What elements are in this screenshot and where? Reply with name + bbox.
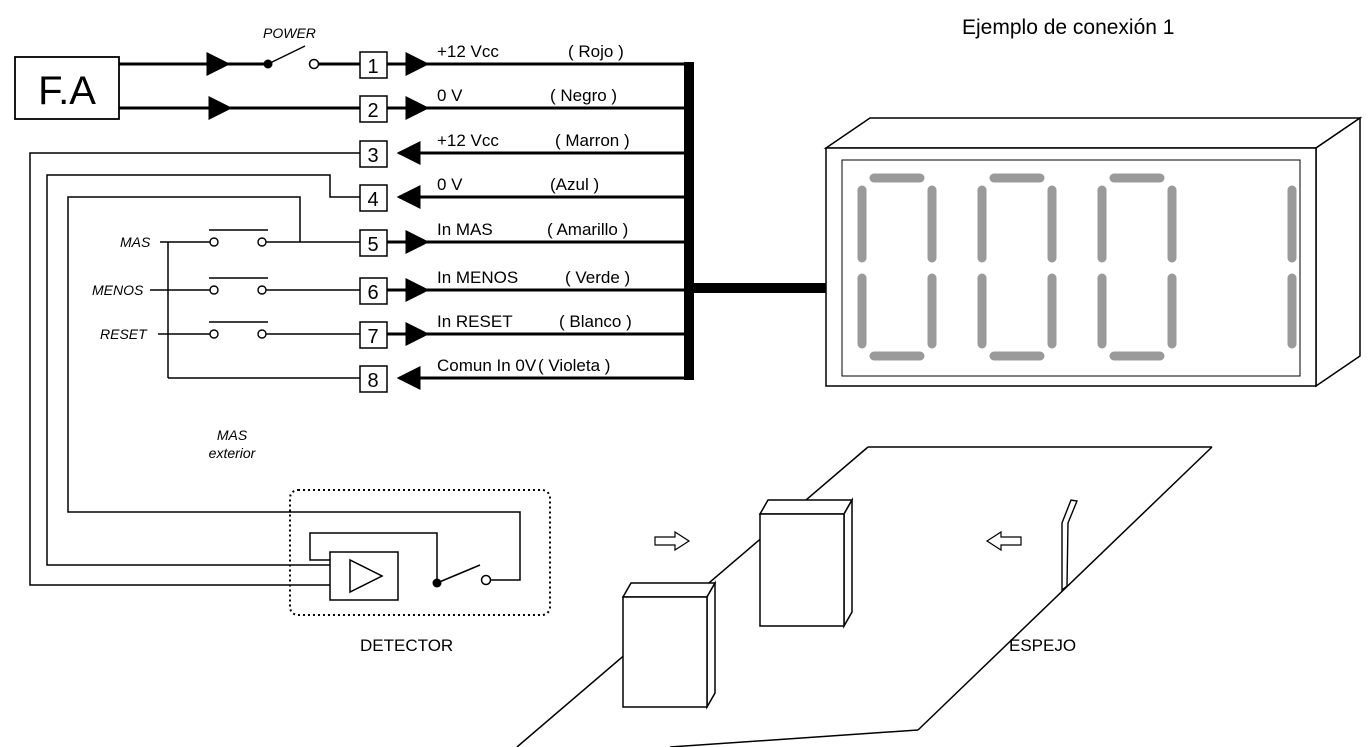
counter-display (823, 116, 1363, 388)
wire-color: ( Negro ) (550, 86, 617, 105)
detector-wiring (29, 152, 521, 586)
mirror-label: ESPEJO (1009, 636, 1076, 655)
wire-color: ( Rojo ) (568, 42, 624, 61)
power-switch-label: POWER (263, 25, 316, 41)
external-input-line2: exterior (209, 445, 257, 461)
terminal-number: 6 (367, 282, 378, 304)
button-reset: RESET (100, 321, 360, 342)
mirror: ESPEJO (1009, 499, 1078, 655)
terminal-wires (387, 52, 688, 390)
terminal-5: 5 (359, 229, 388, 257)
terminal-6: 6 (359, 277, 388, 305)
wire-signal: In RESET (437, 312, 513, 331)
terminal-number: 3 (367, 145, 378, 167)
wire-signal: 0 V (437, 86, 463, 105)
button-menos: MENOS (92, 277, 360, 298)
display-cable (694, 283, 826, 293)
terminal-number: 4 (367, 189, 378, 211)
detector: DETECTOR (289, 489, 551, 655)
terminal-number: 7 (367, 326, 378, 348)
power-supply-box: F.A (14, 56, 120, 120)
button-mas: MAS (120, 229, 360, 250)
product-box-rear (758, 497, 854, 629)
wire-signal: In MENOS (437, 268, 518, 287)
display-digits (857, 173, 1297, 361)
detector-label: DETECTOR (360, 636, 453, 655)
product-box-front (621, 580, 717, 710)
wire-labels: +12 Vcc ( Rojo ) 0 V ( Negro ) +12 Vcc (… (437, 42, 632, 375)
terminal-4: 4 (359, 184, 388, 212)
diagram-title: Ejemplo de conexión 1 (962, 16, 1174, 39)
terminal-7: 7 (359, 321, 388, 349)
wire-signal: Comun In 0V (437, 356, 537, 375)
wire-signal: 0 V (437, 175, 463, 194)
power-switch: POWER (263, 25, 360, 70)
button-label: RESET (100, 326, 148, 342)
wire-signal: +12 Vcc (437, 131, 499, 150)
terminal-3: 3 (359, 140, 388, 168)
terminal-2: 2 (359, 95, 388, 123)
terminal-number: 8 (367, 370, 378, 392)
terminal-number: 5 (367, 234, 378, 256)
cable-bus (684, 62, 694, 380)
terminal-8: 8 (359, 365, 388, 393)
wire-color: ( Violeta ) (538, 356, 610, 375)
beam-arrow-right (654, 530, 691, 552)
wire-signal: +12 Vcc (437, 42, 499, 61)
wire-color: ( Amarillo ) (547, 220, 628, 239)
power-supply-label: F.A (38, 69, 96, 113)
button-label: MENOS (92, 282, 144, 298)
terminal-number: 1 (367, 56, 378, 78)
button-label: MAS (120, 234, 151, 250)
terminal-1: 1 (359, 51, 388, 79)
wire-color: ( Marron ) (555, 131, 630, 150)
wire-color: ( Blanco ) (559, 312, 632, 331)
wire-color: ( Verde ) (565, 268, 630, 287)
wire-signal: In MAS (437, 220, 493, 239)
external-input-line1: MAS (217, 427, 248, 443)
terminal-number: 2 (367, 100, 378, 122)
wire-color: (Azul ) (550, 175, 599, 194)
conveyor-belt (516, 446, 1213, 747)
beam-arrow-left (985, 530, 1022, 552)
